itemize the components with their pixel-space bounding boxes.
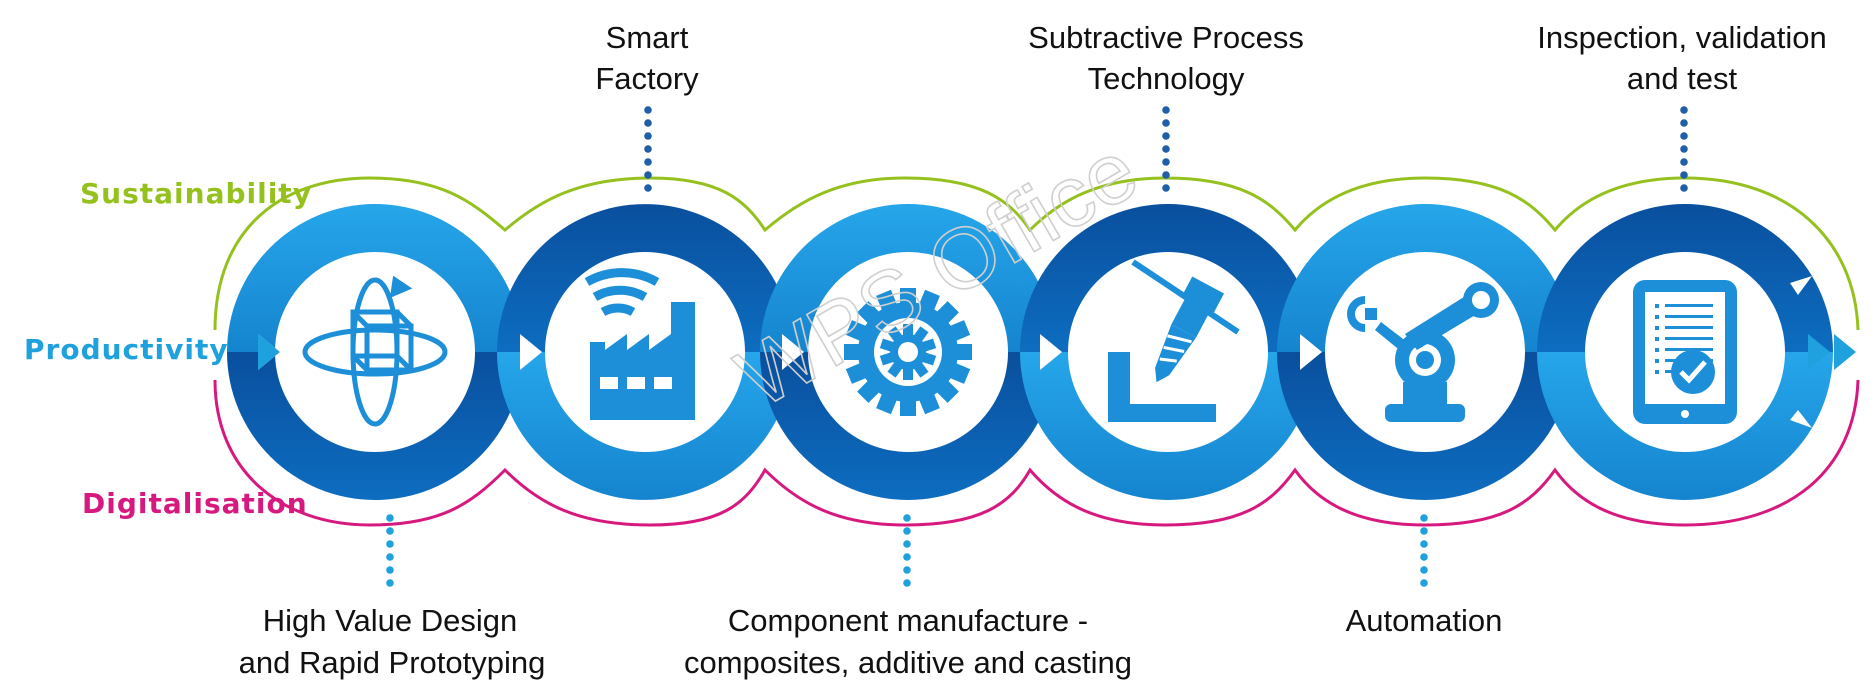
ring-bottom-segment [1277, 352, 1573, 500]
flow-chevron [1790, 276, 1812, 295]
leader-dot [1162, 171, 1170, 179]
stage-label-line1: Subtractive Process [1028, 20, 1304, 55]
ring-bottom-segment [760, 352, 1056, 500]
leader-dot [1680, 145, 1688, 153]
leader-dot [386, 579, 394, 587]
leader-dot [1420, 514, 1428, 522]
leader-dot [1420, 579, 1428, 587]
flow-chevron [1790, 410, 1812, 428]
ring-center [277, 254, 473, 450]
leader-dot [1680, 171, 1688, 179]
leader-dot [1420, 527, 1428, 535]
flow-arrows [258, 276, 1856, 428]
leader-dot [386, 553, 394, 561]
stage-label-automation: Automation [1346, 603, 1503, 638]
flow-chevron [1040, 334, 1062, 370]
leader-dot [1162, 106, 1170, 114]
stage-label-line1: Inspection, validation [1537, 20, 1827, 55]
leader-dot [644, 132, 652, 140]
stage-label-line2: composites, additive and casting [684, 645, 1132, 680]
leader-dot [1420, 566, 1428, 574]
flow-chevron [520, 334, 542, 370]
leader-dot [903, 566, 911, 574]
leader-dot [1680, 119, 1688, 127]
leader-dot [903, 579, 911, 587]
stage-label-high-value-design: High Value Design and Rapid Prototyping [239, 603, 546, 680]
stage-label-line2: and test [1627, 61, 1738, 96]
ring-bottom-segment [1537, 352, 1833, 500]
leader-dot [386, 540, 394, 548]
stage-label-line1: Component manufacture - [728, 603, 1088, 638]
leader-dot [1162, 184, 1170, 192]
digitalisation-arc-line [213, 379, 1860, 527]
stage-label-line2: Factory [595, 61, 699, 96]
smart-factory-icon [584, 268, 695, 420]
leader-dot [903, 527, 911, 535]
leader-dot [1680, 158, 1688, 166]
leader-dot [386, 514, 394, 522]
flow-chevron [1300, 334, 1322, 370]
stage-label-line1: Smart [606, 20, 689, 55]
leader-dot [644, 106, 652, 114]
stage-label-line1: Automation [1346, 603, 1503, 638]
flow-chevron [258, 334, 280, 370]
stage-label-line2: Technology [1088, 61, 1245, 96]
leader-dot [386, 527, 394, 535]
flow-chevron [1808, 334, 1830, 370]
ring-top-segment [760, 204, 1056, 352]
leader-dot [1680, 106, 1688, 114]
ring-top-segment [1020, 204, 1316, 352]
leader-dot [1680, 132, 1688, 140]
leader-dot [903, 553, 911, 561]
milling-drill-icon [1108, 259, 1240, 422]
stage-label-subtractive-process: Subtractive Process Technology [1028, 20, 1304, 96]
leader-dot [1162, 119, 1170, 127]
sustainability-label: Sustainability [80, 177, 312, 210]
leader-dot [644, 119, 652, 127]
productivity-label: Productivity [24, 333, 229, 366]
stage-label-inspection: Inspection, validation and test [1537, 20, 1827, 96]
leader-lines [386, 106, 1688, 587]
ring-top-segment [497, 204, 793, 352]
ring-bottom-segment [497, 352, 793, 500]
ring-bottom-segment [1020, 352, 1316, 500]
flow-chevron [782, 334, 804, 370]
ring-top-segment [1537, 204, 1833, 352]
leader-dot [644, 184, 652, 192]
flow-chevron [1834, 334, 1856, 370]
ring-top-segment [1277, 204, 1573, 352]
ring-top-segment [227, 204, 523, 352]
leader-dot [1680, 184, 1688, 192]
cube-rotation-icon [302, 275, 448, 427]
gear-icon [844, 288, 972, 416]
digitalisation-label: Digitalisation [82, 487, 308, 520]
leader-dot [1420, 540, 1428, 548]
stage-label-line1: High Value Design [263, 603, 517, 638]
robot-arm-icon [1347, 282, 1499, 422]
leader-dot [1162, 145, 1170, 153]
leader-dot [903, 540, 911, 548]
leader-dot [644, 158, 652, 166]
tablet-checklist-icon [1633, 280, 1737, 424]
leader-dot [386, 566, 394, 574]
leader-dot [903, 514, 911, 522]
leader-dot [1420, 553, 1428, 561]
stage-label-line2: and Rapid Prototyping [239, 645, 546, 680]
ring-bottom-segment [227, 352, 523, 500]
leader-dot [1162, 132, 1170, 140]
leader-dot [644, 145, 652, 153]
leader-dot [644, 171, 652, 179]
sustainability-arc-line [213, 176, 1860, 331]
leader-dot [1162, 158, 1170, 166]
stage-label-smart-factory: Smart Factory [595, 20, 699, 96]
stage-label-component-manufacture: Component manufacture - composites, addi… [684, 603, 1132, 680]
